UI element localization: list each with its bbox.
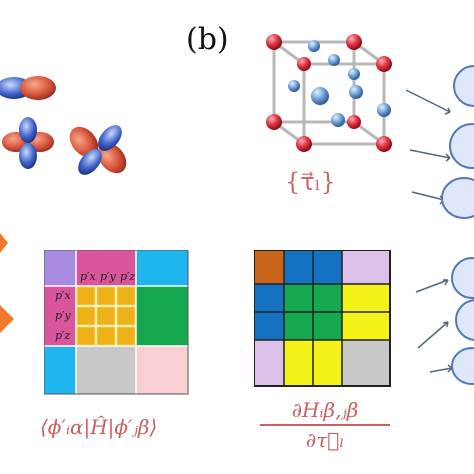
network-nodes-top bbox=[405, 65, 474, 219]
orbital-label-left-py: p′y bbox=[55, 309, 71, 322]
matrix-element-label: ⟨ϕ′ᵢα|Ĥ|ϕ′ⱼβ⟩ bbox=[40, 415, 158, 439]
orbital-label-top-pz: p′z bbox=[120, 270, 136, 283]
orbital-label-top-px: p′x bbox=[80, 270, 96, 283]
derivative-matrix bbox=[254, 250, 391, 387]
arrow-icon bbox=[0, 305, 14, 333]
d-orbital-rotated-icon bbox=[69, 125, 127, 175]
p-orbital-icon bbox=[0, 76, 56, 100]
fraction-bar bbox=[260, 424, 390, 426]
orbital-label-top-py: p′y bbox=[100, 270, 116, 283]
network-nodes-bottom bbox=[415, 257, 474, 385]
derivative-numerator: ∂Hᵢβ,ⱼβ bbox=[291, 398, 359, 422]
orbital-shapes bbox=[0, 76, 127, 175]
orbital-label-left-px: p′x bbox=[55, 289, 71, 302]
arrow-icon bbox=[0, 233, 8, 253]
derivative-denominator: ∂τ⃗ₗ bbox=[305, 428, 345, 452]
tau-label: {τ⃗ₗ} bbox=[285, 168, 336, 196]
derivative-label: ∂Hᵢβ,ⱼβ ∂τ⃗ₗ bbox=[250, 398, 400, 452]
crystal-lattice bbox=[266, 34, 392, 152]
d-orbital-icon bbox=[2, 117, 54, 169]
hamiltonian-matrix bbox=[44, 250, 189, 395]
panel-label-b: (b) bbox=[186, 22, 229, 57]
orbital-label-left-pz: p′z bbox=[55, 329, 71, 342]
left-arrows bbox=[0, 233, 14, 333]
